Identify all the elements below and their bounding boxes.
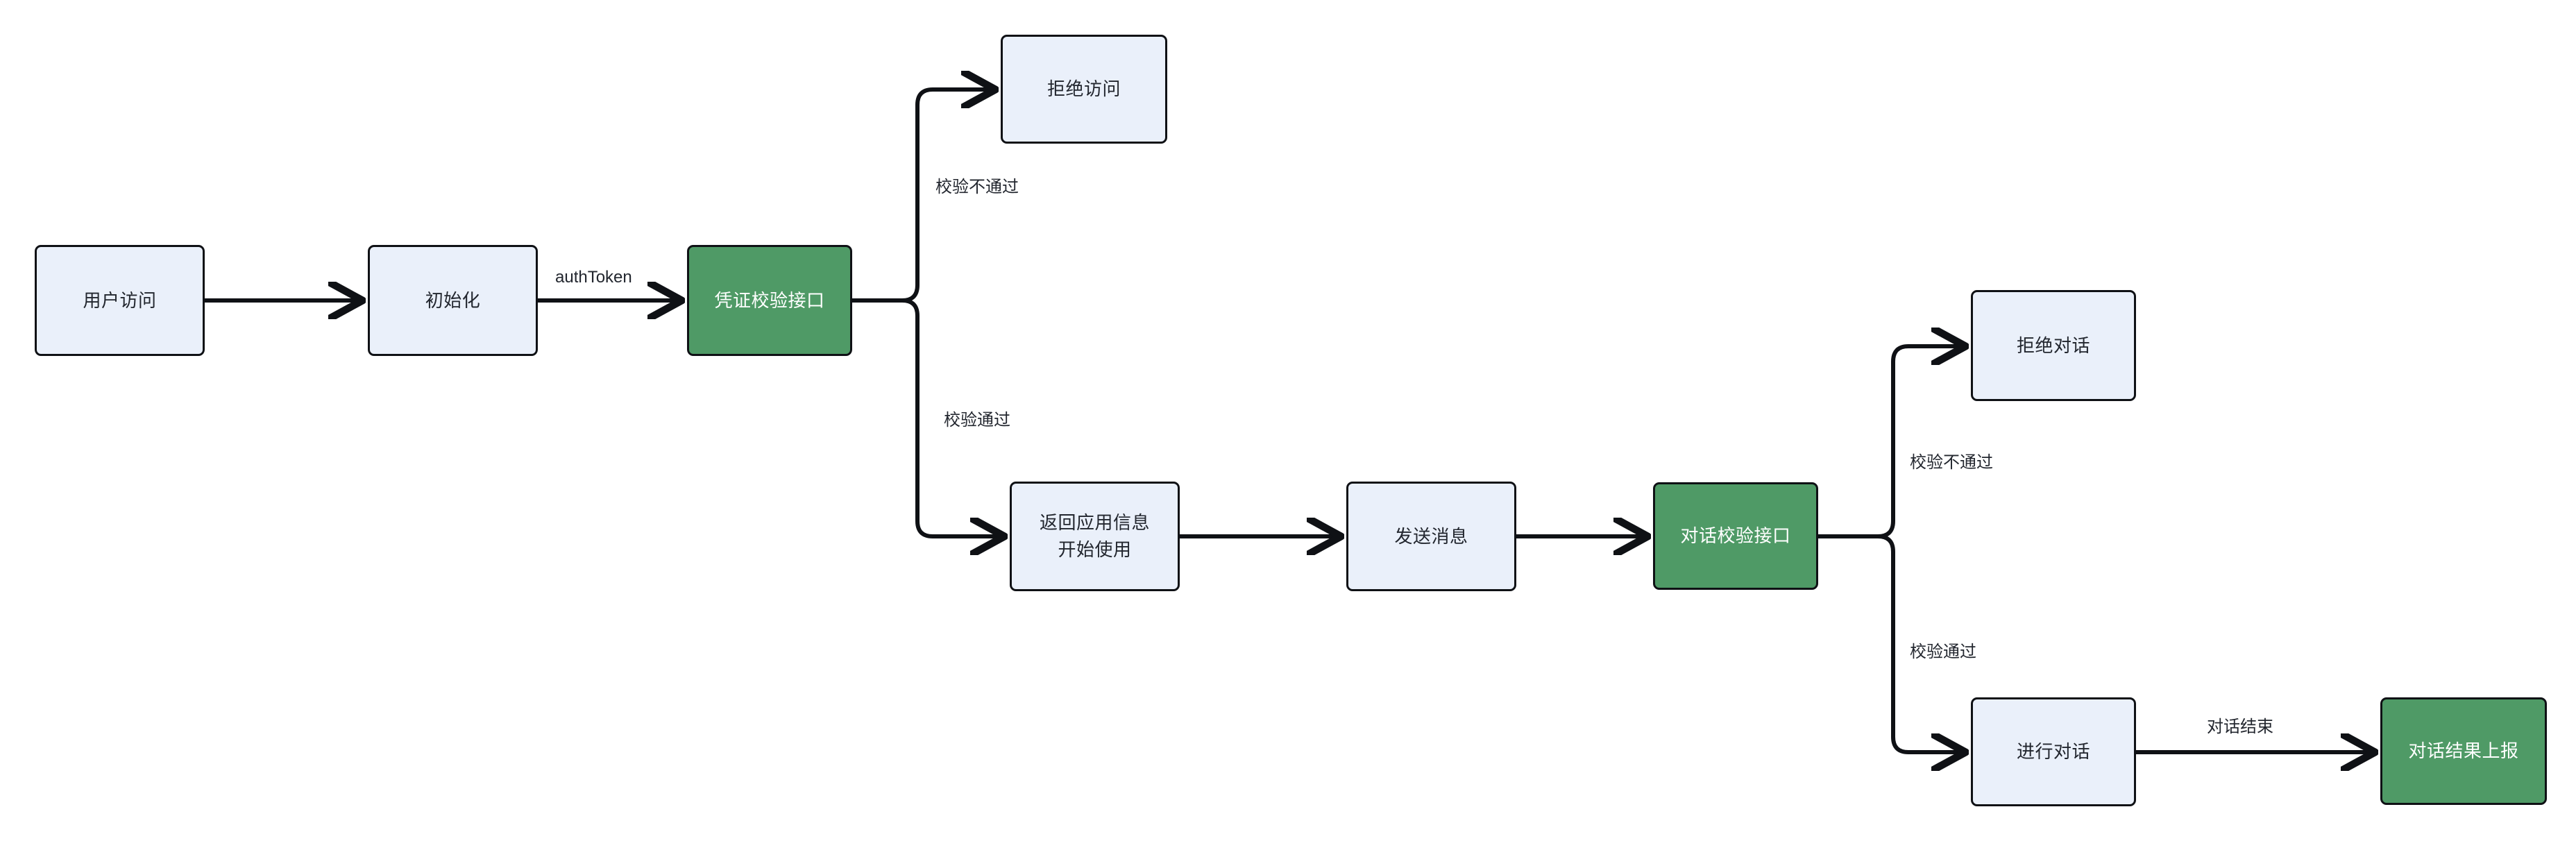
node-user-access[interactable]: 用户访问 bbox=[35, 245, 205, 356]
edge-label-chat-pass: 校验通过 bbox=[1910, 643, 1976, 661]
node-auth-verify-api[interactable]: 凭证校验接口 bbox=[687, 245, 852, 356]
node-initialize[interactable]: 初始化 bbox=[368, 245, 538, 356]
node-do-chat-label: 进行对话 bbox=[2016, 741, 2090, 762]
node-send-message[interactable]: 发送消息 bbox=[1346, 482, 1516, 591]
node-return-app-info-label: 返回应用信息 开始使用 bbox=[1039, 512, 1150, 560]
node-user-access-label: 用户访问 bbox=[83, 289, 157, 311]
node-deny-access-label: 拒绝访问 bbox=[1046, 78, 1121, 99]
node-initialize-label: 初始化 bbox=[425, 289, 481, 311]
node-return-app-info[interactable]: 返回应用信息 开始使用 bbox=[1010, 482, 1180, 591]
node-do-chat[interactable]: 进行对话 bbox=[1971, 697, 2136, 806]
node-auth-verify-api-label: 凭证校验接口 bbox=[714, 289, 825, 311]
edge-label-auth-token: authToken bbox=[555, 268, 632, 287]
edge-label-auth-pass: 校验通过 bbox=[944, 411, 1010, 430]
node-deny-chat[interactable]: 拒绝对话 bbox=[1971, 290, 2136, 401]
node-deny-chat-label: 拒绝对话 bbox=[2016, 334, 2090, 356]
node-chat-verify-api[interactable]: 对话校验接口 bbox=[1653, 482, 1818, 590]
node-report-result[interactable]: 对话结果上报 bbox=[2380, 697, 2547, 805]
node-send-message-label: 发送消息 bbox=[1394, 525, 1468, 547]
edge-label-chat-fail: 校验不通过 bbox=[1910, 453, 1993, 472]
node-chat-verify-api-label: 对话校验接口 bbox=[1680, 525, 1791, 546]
node-deny-access[interactable]: 拒绝访问 bbox=[1001, 35, 1167, 144]
node-report-result-label: 对话结果上报 bbox=[2408, 740, 2519, 761]
edge-label-auth-fail: 校验不通过 bbox=[935, 178, 1019, 196]
edge-chat-verify-to-deny-chat bbox=[1877, 346, 1963, 538]
edge-label-chat-end: 对话结束 bbox=[2207, 717, 2273, 736]
